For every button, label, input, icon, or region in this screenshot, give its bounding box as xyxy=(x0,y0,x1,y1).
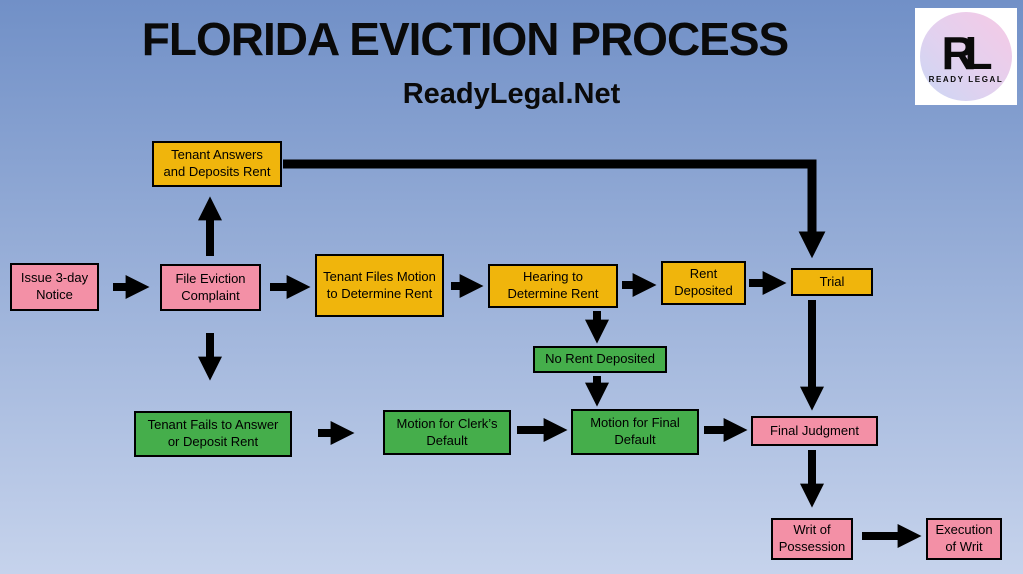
node-writ-of-possession: Writ of Possession xyxy=(771,518,853,560)
node-motion-final-default: Motion for Final Default xyxy=(571,409,699,455)
node-tenant-fails-answer-deposit-rent: Tenant Fails to Answer or Deposit Rent xyxy=(134,411,292,457)
page-title: FLORIDA EVICTION PROCESS xyxy=(141,13,789,65)
ready-legal-logo: RL READY LEGAL xyxy=(915,8,1017,105)
node-execution-of-writ: Execution of Writ xyxy=(926,518,1002,560)
node-file-eviction-complaint: File Eviction Complaint xyxy=(160,264,261,311)
node-issue-3day-notice: Issue 3-day Notice xyxy=(10,263,99,311)
node-final-judgment: Final Judgment xyxy=(751,416,878,446)
node-no-rent-deposited: No Rent Deposited xyxy=(533,346,667,373)
node-hearing-determine-rent: Hearing to Determine Rent xyxy=(488,264,618,308)
node-trial: Trial xyxy=(791,268,873,296)
logo-circle-icon: RL READY LEGAL xyxy=(920,12,1012,101)
node-tenant-answers-deposits-rent: Tenant Answers and Deposits Rent xyxy=(152,141,282,187)
arrow-tenant-answers-to-trial xyxy=(283,159,826,259)
logo-caption: READY LEGAL xyxy=(928,75,1004,85)
logo-monogram: RL xyxy=(941,26,992,79)
node-tenant-files-motion: Tenant Files Motion to Determine Rent xyxy=(315,254,444,317)
node-motion-clerks-default: Motion for Clerk’s Default xyxy=(383,410,511,455)
page-subtitle: ReadyLegal.Net xyxy=(402,78,621,110)
node-rent-deposited: Rent Deposited xyxy=(661,261,746,305)
